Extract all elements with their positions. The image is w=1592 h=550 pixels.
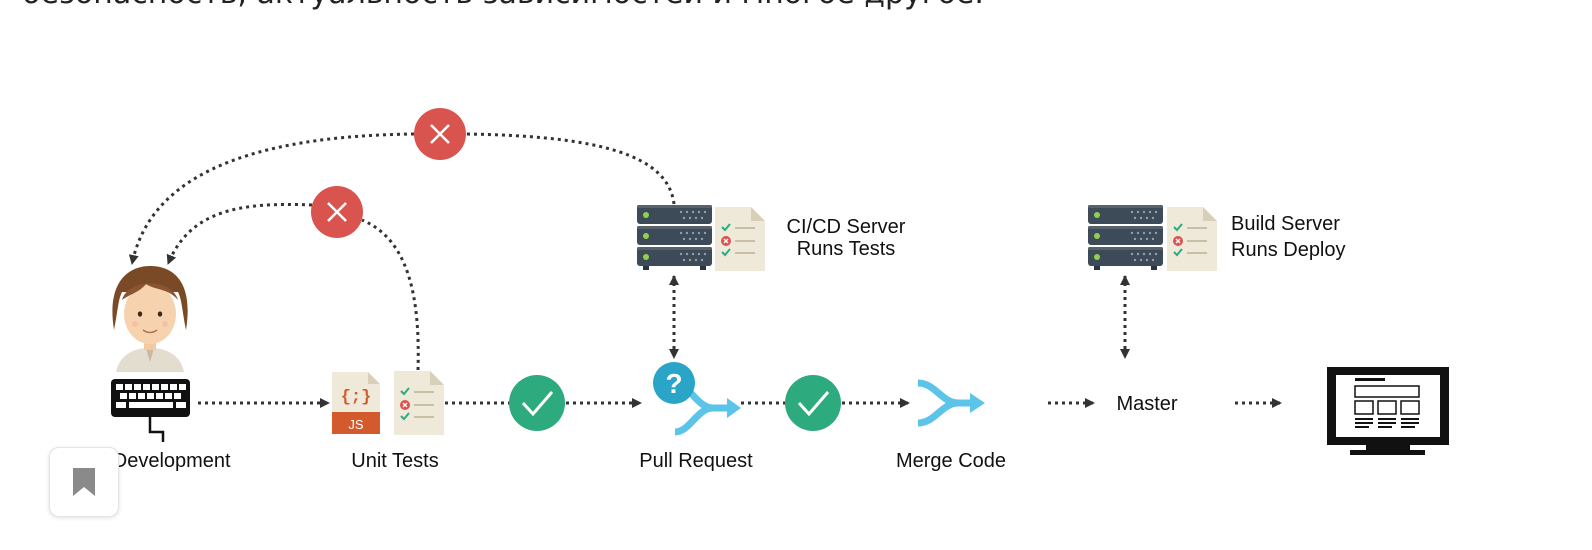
svg-text:?: ?	[665, 368, 682, 399]
keyboard-icon	[111, 379, 190, 442]
question-icon: ?	[653, 362, 695, 404]
label-master: Master	[1116, 393, 1177, 415]
arrow-fail-to-dev	[128, 132, 415, 265]
js-glyph: {;}	[341, 388, 372, 407]
label-ci-server-line2: Runs Tests	[797, 238, 896, 260]
test-report-icon	[1166, 206, 1218, 272]
merge-icon	[917, 379, 985, 427]
label-pull-request: Pull Request	[639, 450, 753, 472]
label-ci-server-line1: CI/CD Server	[787, 216, 906, 238]
monitor-icon	[1327, 367, 1449, 455]
label-build-server-line2: Runs Deploy	[1231, 239, 1346, 261]
test-report-icon	[393, 370, 445, 436]
fail-icon	[414, 108, 466, 160]
bookmark-button[interactable]	[49, 447, 119, 517]
label-unit-tests: Unit Tests	[351, 450, 438, 472]
js-file-icon: {;} JS	[332, 372, 380, 434]
intro-text: безопасность, актуальность зависимостей …	[22, 0, 984, 11]
bookmark-icon	[73, 468, 95, 496]
label-merge-code: Merge Code	[896, 450, 1006, 472]
server-icon	[1088, 205, 1163, 270]
person-icon	[112, 266, 188, 372]
line-tests-to-fail	[361, 218, 420, 371]
line-ci-to-fail	[465, 132, 676, 205]
check-icon	[509, 375, 565, 431]
server-icon	[637, 205, 712, 270]
label-build-server-line1: Build Server	[1231, 213, 1340, 235]
js-file-label: JS	[348, 417, 364, 432]
arrow-fail2-to-dev	[166, 202, 313, 265]
fail-icon	[311, 186, 363, 238]
test-report-icon	[714, 206, 766, 272]
check-icon	[785, 375, 841, 431]
